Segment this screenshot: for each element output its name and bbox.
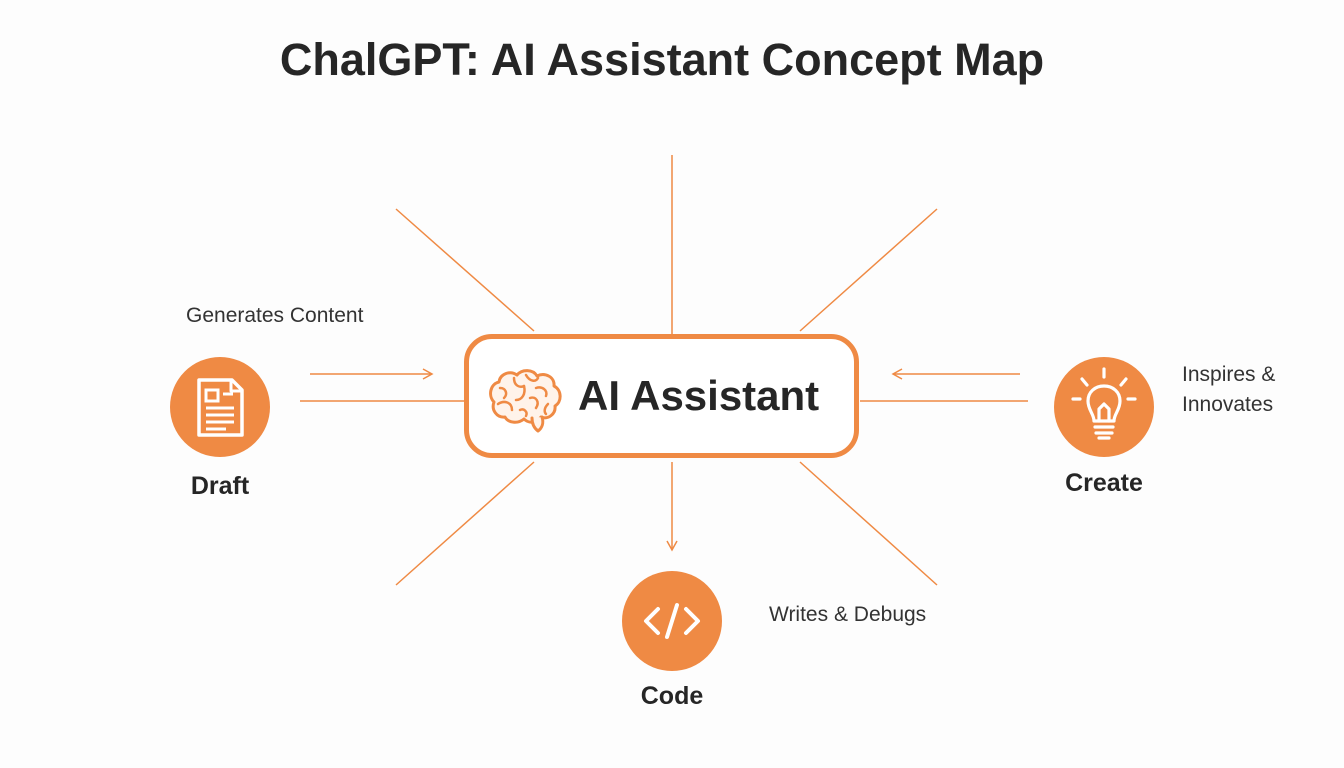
page-title: ChalGPT: AI Assistant Concept Map bbox=[279, 34, 1045, 85]
document-icon bbox=[197, 378, 244, 437]
draft-label: Draft bbox=[190, 472, 250, 500]
spoke-top-right bbox=[799, 208, 938, 332]
code-description: Writes & Debugs bbox=[769, 603, 927, 626]
draft-node bbox=[170, 357, 270, 457]
code-label: Code bbox=[640, 682, 704, 710]
create-description-line2: Innovates bbox=[1182, 393, 1274, 416]
spoke-top-left bbox=[395, 208, 535, 332]
create-label: Create bbox=[1065, 469, 1143, 497]
center-node-label: AI Assistant bbox=[578, 372, 820, 419]
code-brackets-icon bbox=[644, 603, 700, 639]
spoke-bottom-right bbox=[799, 461, 938, 586]
create-description-line1: Inspires & bbox=[1182, 363, 1276, 386]
draft-description: Generates Content bbox=[186, 304, 364, 327]
code-node bbox=[622, 571, 722, 671]
spoke-bottom-left bbox=[395, 461, 535, 586]
center-node-box bbox=[464, 334, 859, 458]
brain-icon bbox=[489, 369, 562, 433]
lightbulb-icon bbox=[1071, 367, 1137, 440]
create-node bbox=[1054, 357, 1154, 457]
